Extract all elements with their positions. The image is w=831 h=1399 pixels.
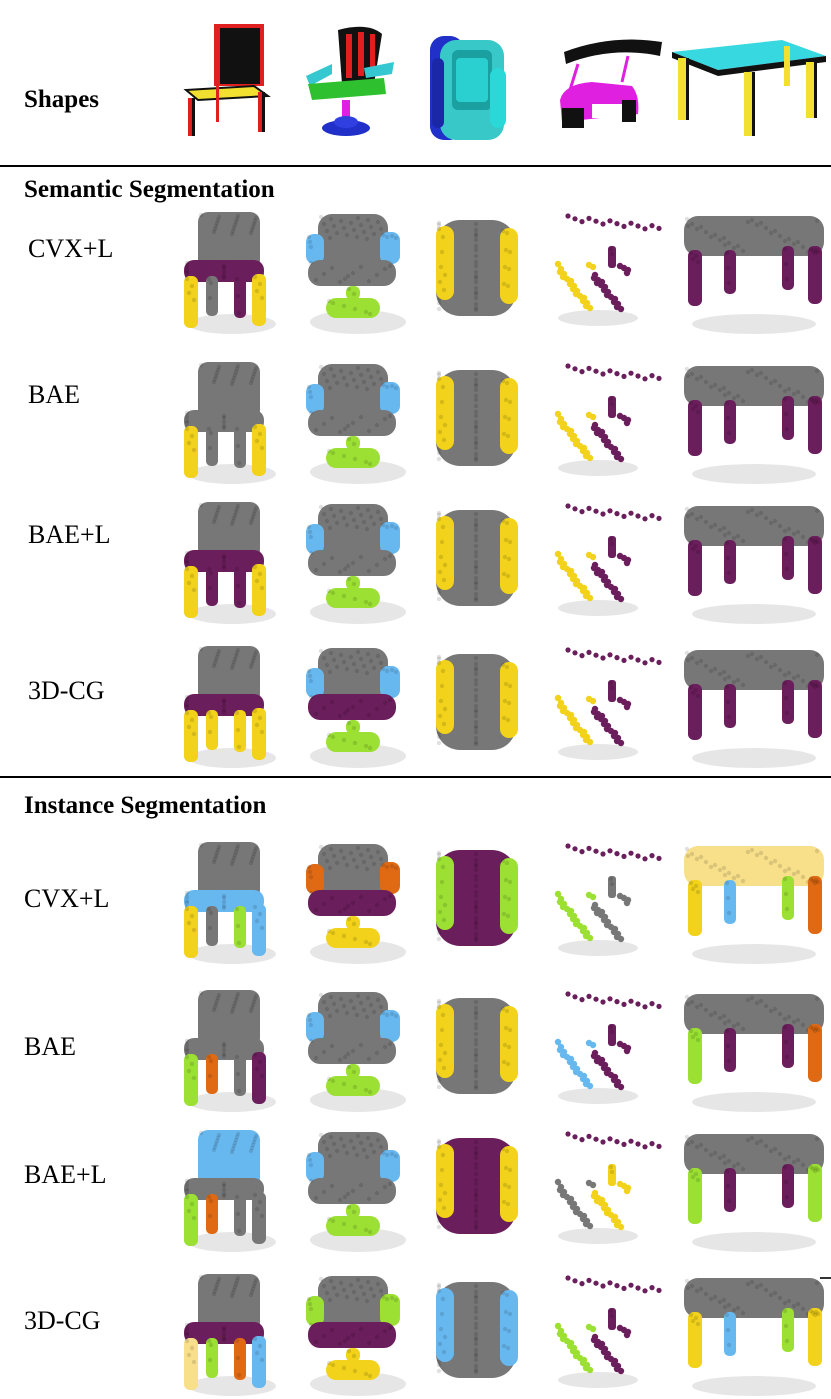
shape-table [672, 40, 826, 136]
shape-car [560, 39, 662, 128]
semantic-segmentation-r3-c4 [554, 503, 662, 616]
instance-segmentation-r2-c3 [436, 998, 518, 1094]
semantic-segmentation-r2-c1 [184, 362, 276, 484]
semantic-row-label-bae: BAE [28, 380, 80, 409]
instance-row-label-cvx-l: CVX+L [24, 884, 110, 913]
margin-dash [820, 1277, 831, 1279]
instance-row-label-3dcg: 3D-CG [24, 1306, 101, 1335]
instance-segmentation-r4-c5 [684, 1278, 824, 1396]
semantic-segmentation-r3-c1 [184, 502, 276, 624]
instance-segmentation-r1-c4 [554, 843, 662, 956]
semantic-segmentation-r1-c1 [184, 212, 276, 334]
shape-swivel-chair [306, 26, 394, 136]
semantic-segmentation-r2-c2 [306, 364, 406, 484]
semantic-segmentation-r3-c5 [684, 506, 824, 624]
shapes-row-label: Shapes [24, 86, 100, 113]
instance-segmentation-r3-c1 [184, 1130, 276, 1252]
instance-row-label-bae: BAE [24, 1032, 76, 1061]
instance-segmentation-r3-c4 [554, 1131, 662, 1244]
semantic-segmentation-r3-c2 [306, 504, 406, 624]
semantic-segmentation-r4-c1 [184, 646, 276, 768]
semantic-segmentation-r4-c2 [306, 648, 406, 768]
semantic-segmentation-r1-c5 [684, 216, 824, 334]
semantic-row-label-bae-l: BAE+L [28, 520, 111, 549]
shape-backpack [430, 36, 506, 140]
instance-segmentation-r4-c1 [184, 1274, 276, 1396]
instance-segmentation-r2-c1 [184, 990, 276, 1112]
instance-segmentation-r2-c5 [684, 994, 824, 1112]
semantic-segmentation-r2-c3 [436, 370, 518, 466]
rule-middle [0, 776, 831, 778]
semantic-segmentation-r4-c5 [684, 650, 824, 768]
semantic-row-label-3dcg: 3D-CG [28, 676, 105, 705]
instance-segmentation-r4-c3 [436, 1282, 518, 1378]
semantic-segmentation-r1-c2 [306, 214, 406, 334]
instance-segmentation-r3-c2 [306, 1132, 406, 1252]
semantic-section-title: Semantic Segmentation [24, 176, 275, 203]
semantic-segmentation-r1-c3 [436, 220, 518, 316]
instance-segmentation-r1-c2 [306, 844, 406, 964]
instance-segmentation-r2-c4 [554, 991, 662, 1104]
semantic-segmentation-r1-c4 [554, 213, 662, 326]
instance-segmentation-r3-c5 [684, 1134, 824, 1252]
instance-section-title: Instance Segmentation [24, 792, 267, 819]
instance-segmentation-r1-c3 [436, 850, 518, 946]
semantic-segmentation-r2-c5 [684, 366, 824, 484]
instance-segmentation-r1-c1 [184, 842, 276, 964]
instance-segmentation-r3-c3 [436, 1138, 518, 1234]
semantic-row-label-cvx-l: CVX+L [28, 234, 114, 263]
shape-chair [183, 24, 271, 136]
semantic-segmentation-r4-c3 [436, 654, 518, 750]
instance-segmentation-r2-c2 [306, 992, 406, 1112]
instance-segmentation-r4-c2 [306, 1276, 406, 1396]
instance-row-label-bae-l: BAE+L [24, 1160, 107, 1189]
semantic-segmentation-r4-c4 [554, 647, 662, 760]
rule-top [0, 165, 831, 167]
instance-segmentation-r4-c4 [554, 1275, 662, 1388]
semantic-segmentation-r2-c4 [554, 363, 662, 476]
semantic-segmentation-r3-c3 [436, 510, 518, 606]
instance-segmentation-r1-c5 [684, 846, 824, 964]
